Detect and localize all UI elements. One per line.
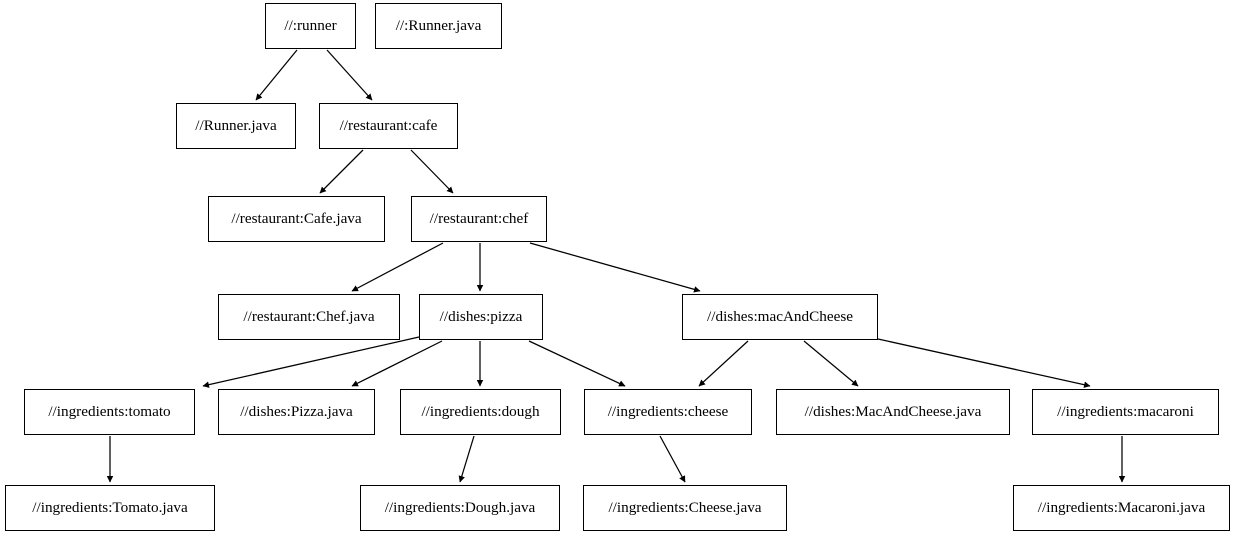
graph-node-label: //ingredients:Cheese.java xyxy=(608,499,762,517)
graph-node-label: //restaurant:cafe xyxy=(339,117,438,135)
graph-node-label: //ingredients:macaroni xyxy=(1057,403,1194,421)
graph-node-label: //ingredients:tomato xyxy=(48,403,171,421)
graph-node-label: //ingredients:dough xyxy=(421,403,540,421)
graph-node-label: //ingredients:Dough.java xyxy=(384,499,536,517)
graph-node-ingredients_cheese[interactable]: //ingredients:cheese xyxy=(584,389,752,435)
graph-node-ingredients_tomato[interactable]: //ingredients:tomato xyxy=(24,389,195,435)
graph-node-dishes_macandcheese[interactable]: //dishes:macAndCheese xyxy=(682,294,878,340)
graph-node-label: //:Runner.java xyxy=(395,17,482,35)
graph-node-label: //ingredients:Tomato.java xyxy=(32,499,188,517)
graph-node-dishes_pizza_java[interactable]: //dishes:Pizza.java xyxy=(218,389,375,435)
graph-node-label: //restaurant:chef xyxy=(429,210,529,228)
graph-node-ingredients_macaroni[interactable]: //ingredients:macaroni xyxy=(1032,389,1219,435)
graph-node-restaurant_chef_java[interactable]: //restaurant:Chef.java xyxy=(218,294,400,340)
graph-node-runner_java[interactable]: //Runner.java xyxy=(176,103,296,149)
graph-node-ingredients_dough_java[interactable]: //ingredients:Dough.java xyxy=(360,485,560,531)
graph-node-ingredients_tomato_java[interactable]: //ingredients:Tomato.java xyxy=(5,485,215,531)
graph-node-label: //restaurant:Cafe.java xyxy=(231,210,362,228)
graph-node-label: //ingredients:Macaroni.java xyxy=(1037,499,1206,517)
graph-node-label: //dishes:pizza xyxy=(439,308,523,326)
graph-node-runner[interactable]: //:runner xyxy=(265,3,356,49)
graph-node-runner_java_root[interactable]: //:Runner.java xyxy=(375,3,502,49)
graph-node-label: //dishes:MacAndCheese.java xyxy=(804,403,982,421)
graph-node-dishes_macandcheese_java[interactable]: //dishes:MacAndCheese.java xyxy=(776,389,1010,435)
graph-node-label: //restaurant:Chef.java xyxy=(243,308,375,326)
graph-node-ingredients_cheese_java[interactable]: //ingredients:Cheese.java xyxy=(583,485,787,531)
graph-node-label: //:runner xyxy=(284,17,337,35)
graph-node-label: //dishes:macAndCheese xyxy=(707,308,853,326)
graph-node-label: //ingredients:cheese xyxy=(607,403,729,421)
graph-node-ingredients_macaroni_java[interactable]: //ingredients:Macaroni.java xyxy=(1013,485,1230,531)
graph-node-restaurant_cafe[interactable]: //restaurant:cafe xyxy=(319,103,458,149)
graph-node-ingredients_dough[interactable]: //ingredients:dough xyxy=(400,389,561,435)
graph-node-restaurant_cafe_java[interactable]: //restaurant:Cafe.java xyxy=(208,196,385,242)
graph-node-label: //Runner.java xyxy=(195,117,277,135)
graph-node-dishes_pizza[interactable]: //dishes:pizza xyxy=(419,294,543,340)
graph-node-label: //dishes:Pizza.java xyxy=(240,403,353,421)
graph-node-restaurant_chef[interactable]: //restaurant:chef xyxy=(411,196,547,242)
